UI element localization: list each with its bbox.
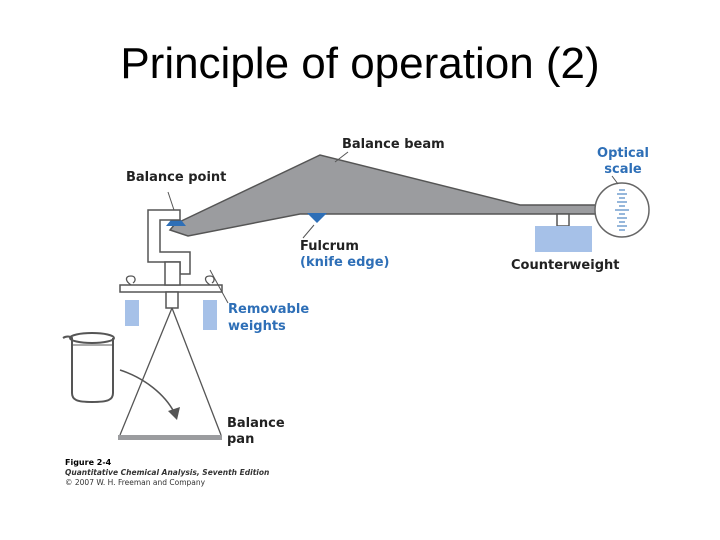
leader-balance-beam [334,151,349,163]
beaker [62,332,115,404]
balance-pan [118,435,222,440]
pan-wire-right [171,307,222,436]
label-balance-pan-line2: pan [227,432,254,447]
optical-scale-ticks [615,189,629,231]
removable-weight-left [125,300,139,326]
label-removable-weights-line2: weights [228,319,286,334]
transfer-arrow-head [168,407,180,420]
fulcrum-knife-edge [307,213,327,223]
caption-copyright: © 2007 W. H. Freeman and Company [65,478,206,487]
label-balance-beam: Balance beam [342,137,445,152]
removable-weight-right [203,300,217,330]
label-knife-edge: (knife edge) [300,255,389,270]
balance-beam [168,154,611,237]
slide-title: Principle of operation (2) [120,39,600,88]
label-counterweight: Counterweight [511,258,619,273]
left-hook [125,275,136,286]
label-optical-scale-line1: Optical [597,146,649,161]
counterweight [535,226,592,252]
label-balance-point: Balance point [126,170,226,185]
pan-wire-left [119,307,173,436]
caption-figure: Figure 2-4 [65,458,112,467]
label-removable-weights-line1: Removable [228,302,309,317]
leader-balance-point [167,191,175,211]
transfer-arrow [119,369,175,413]
counterweight-stem [556,213,570,227]
label-optical-scale-line2: scale [604,162,642,177]
hanger-lower [165,291,179,309]
label-fulcrum: Fulcrum [300,239,359,254]
weight-crossbar [119,284,223,293]
leader-optical-scale [611,175,619,185]
hanger-upper [164,261,181,286]
right-hook [204,275,215,286]
leader-removable-weights [209,269,229,304]
label-balance-pan-line1: Balance [227,416,285,431]
leader-fulcrum [302,224,315,239]
caption-book: Quantitative Chemical Analysis, Seventh … [65,468,269,477]
